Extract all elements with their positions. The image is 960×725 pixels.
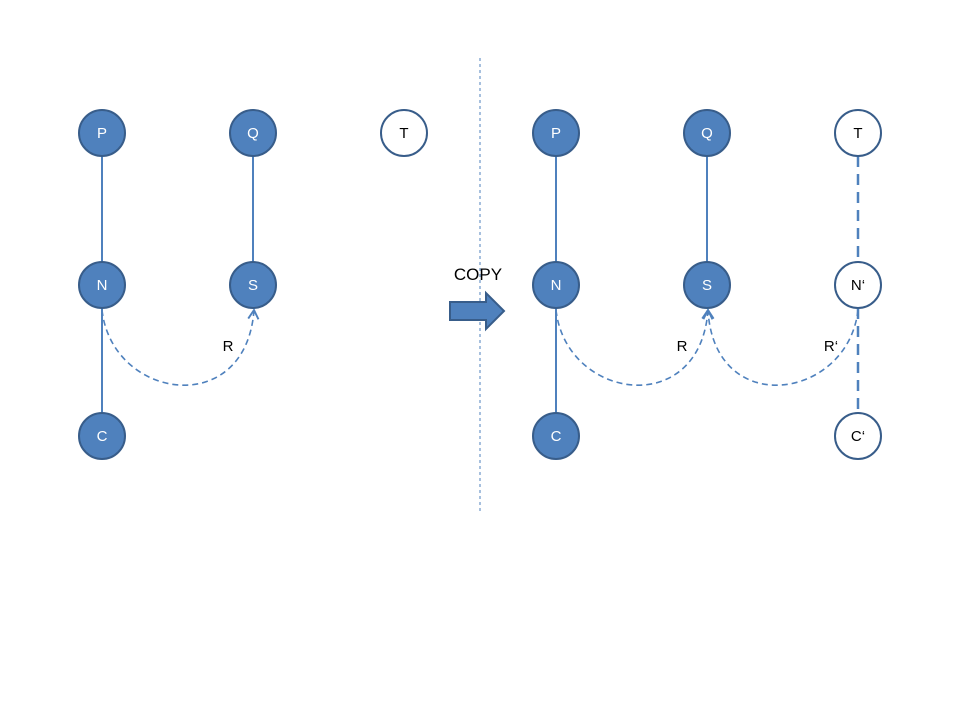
node-n: N <box>78 261 126 309</box>
node-label-n: N <box>97 277 108 294</box>
edge-label-r-copy: R <box>677 338 688 355</box>
edge-r-arc-copy <box>555 308 714 386</box>
node-label-s: S <box>248 277 258 294</box>
node-label-q: Q <box>247 125 259 142</box>
node-label-c-copy: C <box>551 428 562 445</box>
node-nprime: N‘ <box>834 261 882 309</box>
node-t-copy: T <box>834 109 882 157</box>
node-c: C <box>78 412 126 460</box>
node-label-s-copy: S <box>702 277 712 294</box>
node-label-nprime: N‘ <box>851 277 865 294</box>
node-q: Q <box>229 109 277 157</box>
node-c-copy: C <box>532 412 580 460</box>
node-label-p: P <box>97 125 107 142</box>
node-label-t-copy: T <box>853 125 862 142</box>
edge-label-rprime: R‘ <box>824 338 838 355</box>
left-diagram: R P Q T N S C <box>78 109 428 460</box>
node-label-t: T <box>399 125 408 142</box>
node-label-n-copy: N <box>551 277 562 294</box>
node-s: S <box>229 261 277 309</box>
copy-arrow-icon <box>449 290 506 332</box>
node-n-copy: N <box>532 261 580 309</box>
node-p-copy: P <box>532 109 580 157</box>
node-label-q-copy: Q <box>701 125 713 142</box>
node-label-cprime: C‘ <box>851 428 865 445</box>
edge-r-arc <box>101 308 260 386</box>
node-label-p-copy: P <box>551 125 561 142</box>
copy-transition: COPY <box>449 265 506 332</box>
node-t: T <box>380 109 428 157</box>
node-cprime: C‘ <box>834 412 882 460</box>
node-s-copy: S <box>683 261 731 309</box>
node-label-c: C <box>97 428 108 445</box>
node-q-copy: Q <box>683 109 731 157</box>
node-p: P <box>78 109 126 157</box>
edge-label-r: R <box>223 338 234 355</box>
right-diagram: R R‘ P Q T N S N‘ C <box>532 109 882 460</box>
edge-rprime-arc <box>702 308 859 386</box>
copy-label: COPY <box>454 265 502 284</box>
